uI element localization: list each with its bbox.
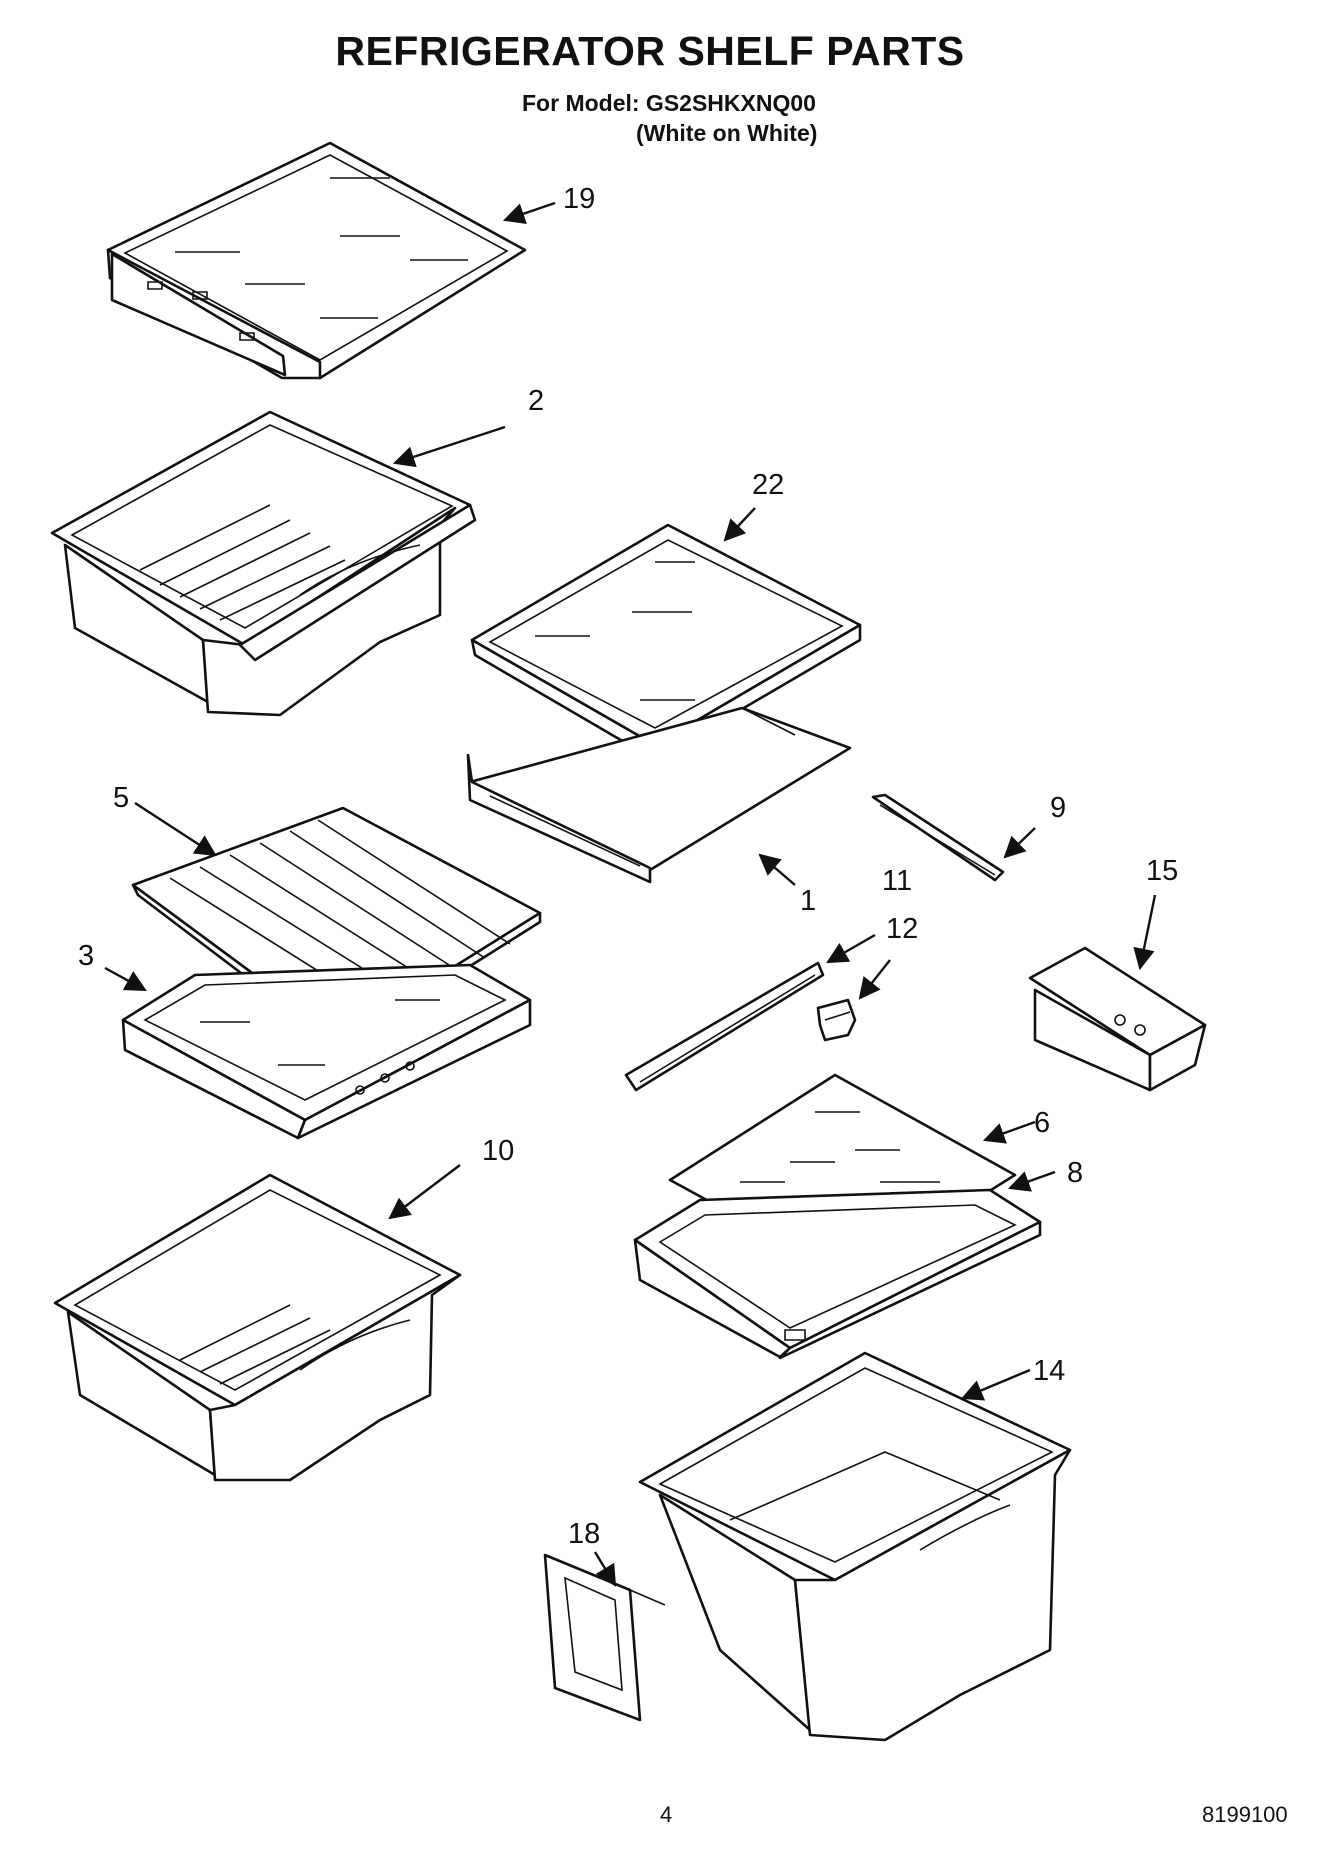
model-line: For Model: GS2SHKXNQ00 [522, 90, 816, 116]
part-12-clip [818, 1000, 855, 1040]
callout-10: 10 [482, 1135, 515, 1167]
callout-9: 9 [1050, 792, 1067, 824]
callout-leaders [105, 203, 1155, 1587]
callout-18: 18 [568, 1518, 601, 1550]
part-2-crisper-drawer [52, 412, 475, 715]
callout-11: 11 [882, 865, 913, 897]
part-14-drawer [640, 1353, 1070, 1740]
part-22-glass-shelf [472, 525, 860, 760]
part-9-bracket [873, 795, 1003, 880]
part-19-glass-shelf [108, 143, 525, 378]
variant-line: (White on White) [636, 120, 818, 146]
callout-8: 8 [1067, 1157, 1084, 1189]
callout-12: 12 [886, 913, 919, 945]
callout-14: 14 [1033, 1355, 1066, 1387]
part-8-frame [635, 1190, 1040, 1358]
callout-19: 19 [563, 183, 596, 215]
callout-6: 6 [1034, 1107, 1051, 1139]
part-11-rail [626, 963, 823, 1090]
part-15-door-bin [1030, 948, 1205, 1090]
callout-5: 5 [113, 782, 130, 814]
part-10-drawer [55, 1175, 460, 1480]
callout-22: 22 [752, 469, 785, 501]
callout-15: 15 [1146, 855, 1179, 887]
part-1-shelf-frame [468, 708, 850, 882]
document-number: 8199100 [1202, 1802, 1288, 1827]
part-3-cover-frame [123, 965, 530, 1138]
page-title: REFRIGERATOR SHELF PARTS [335, 28, 965, 74]
part-18-panel [545, 1555, 665, 1720]
callout-3: 3 [78, 940, 95, 972]
callout-1: 1 [800, 885, 817, 917]
page-number: 4 [660, 1802, 673, 1827]
callout-2: 2 [528, 385, 545, 417]
